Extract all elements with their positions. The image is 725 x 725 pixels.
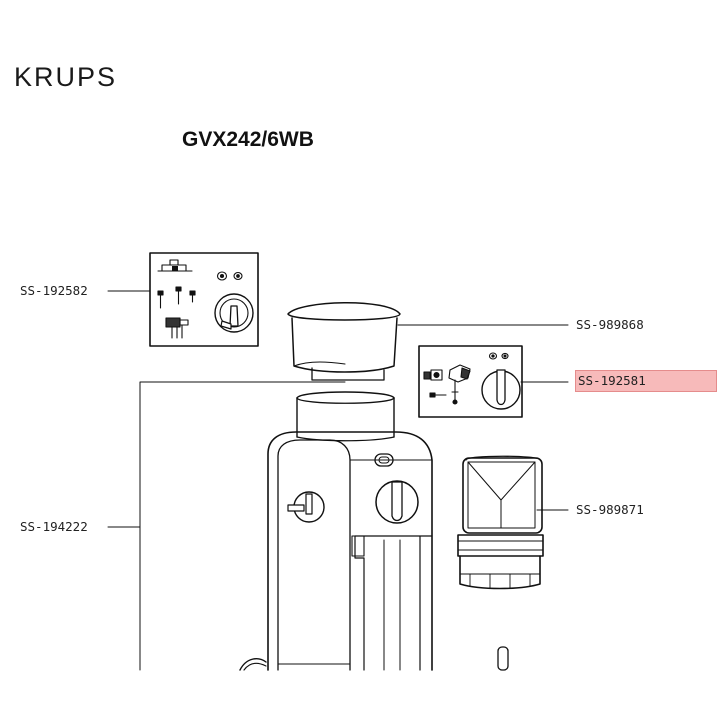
part-label-ss-192582[interactable]: SS-192582 xyxy=(20,283,88,298)
grinder-body-drawing xyxy=(239,391,433,671)
leader-lines xyxy=(107,290,569,671)
bean-hopper-drawing xyxy=(287,302,401,381)
part-label-ss-989868[interactable]: SS-989868 xyxy=(576,317,644,332)
brand-logo: KRUPS xyxy=(14,62,118,92)
parts-kit-192582-drawing xyxy=(149,252,259,347)
part-label-ss-194222[interactable]: SS-194222 xyxy=(20,519,88,534)
part-label-ss-989871[interactable]: SS-989871 xyxy=(576,502,644,517)
part-label-ss-192581[interactable]: SS-192581 xyxy=(578,373,646,388)
model-number: GVX242/6WB xyxy=(182,128,314,151)
selected-part-highlight xyxy=(575,370,717,392)
grounds-container-drawing xyxy=(457,455,544,671)
switch-kit-192581-drawing xyxy=(418,345,523,418)
